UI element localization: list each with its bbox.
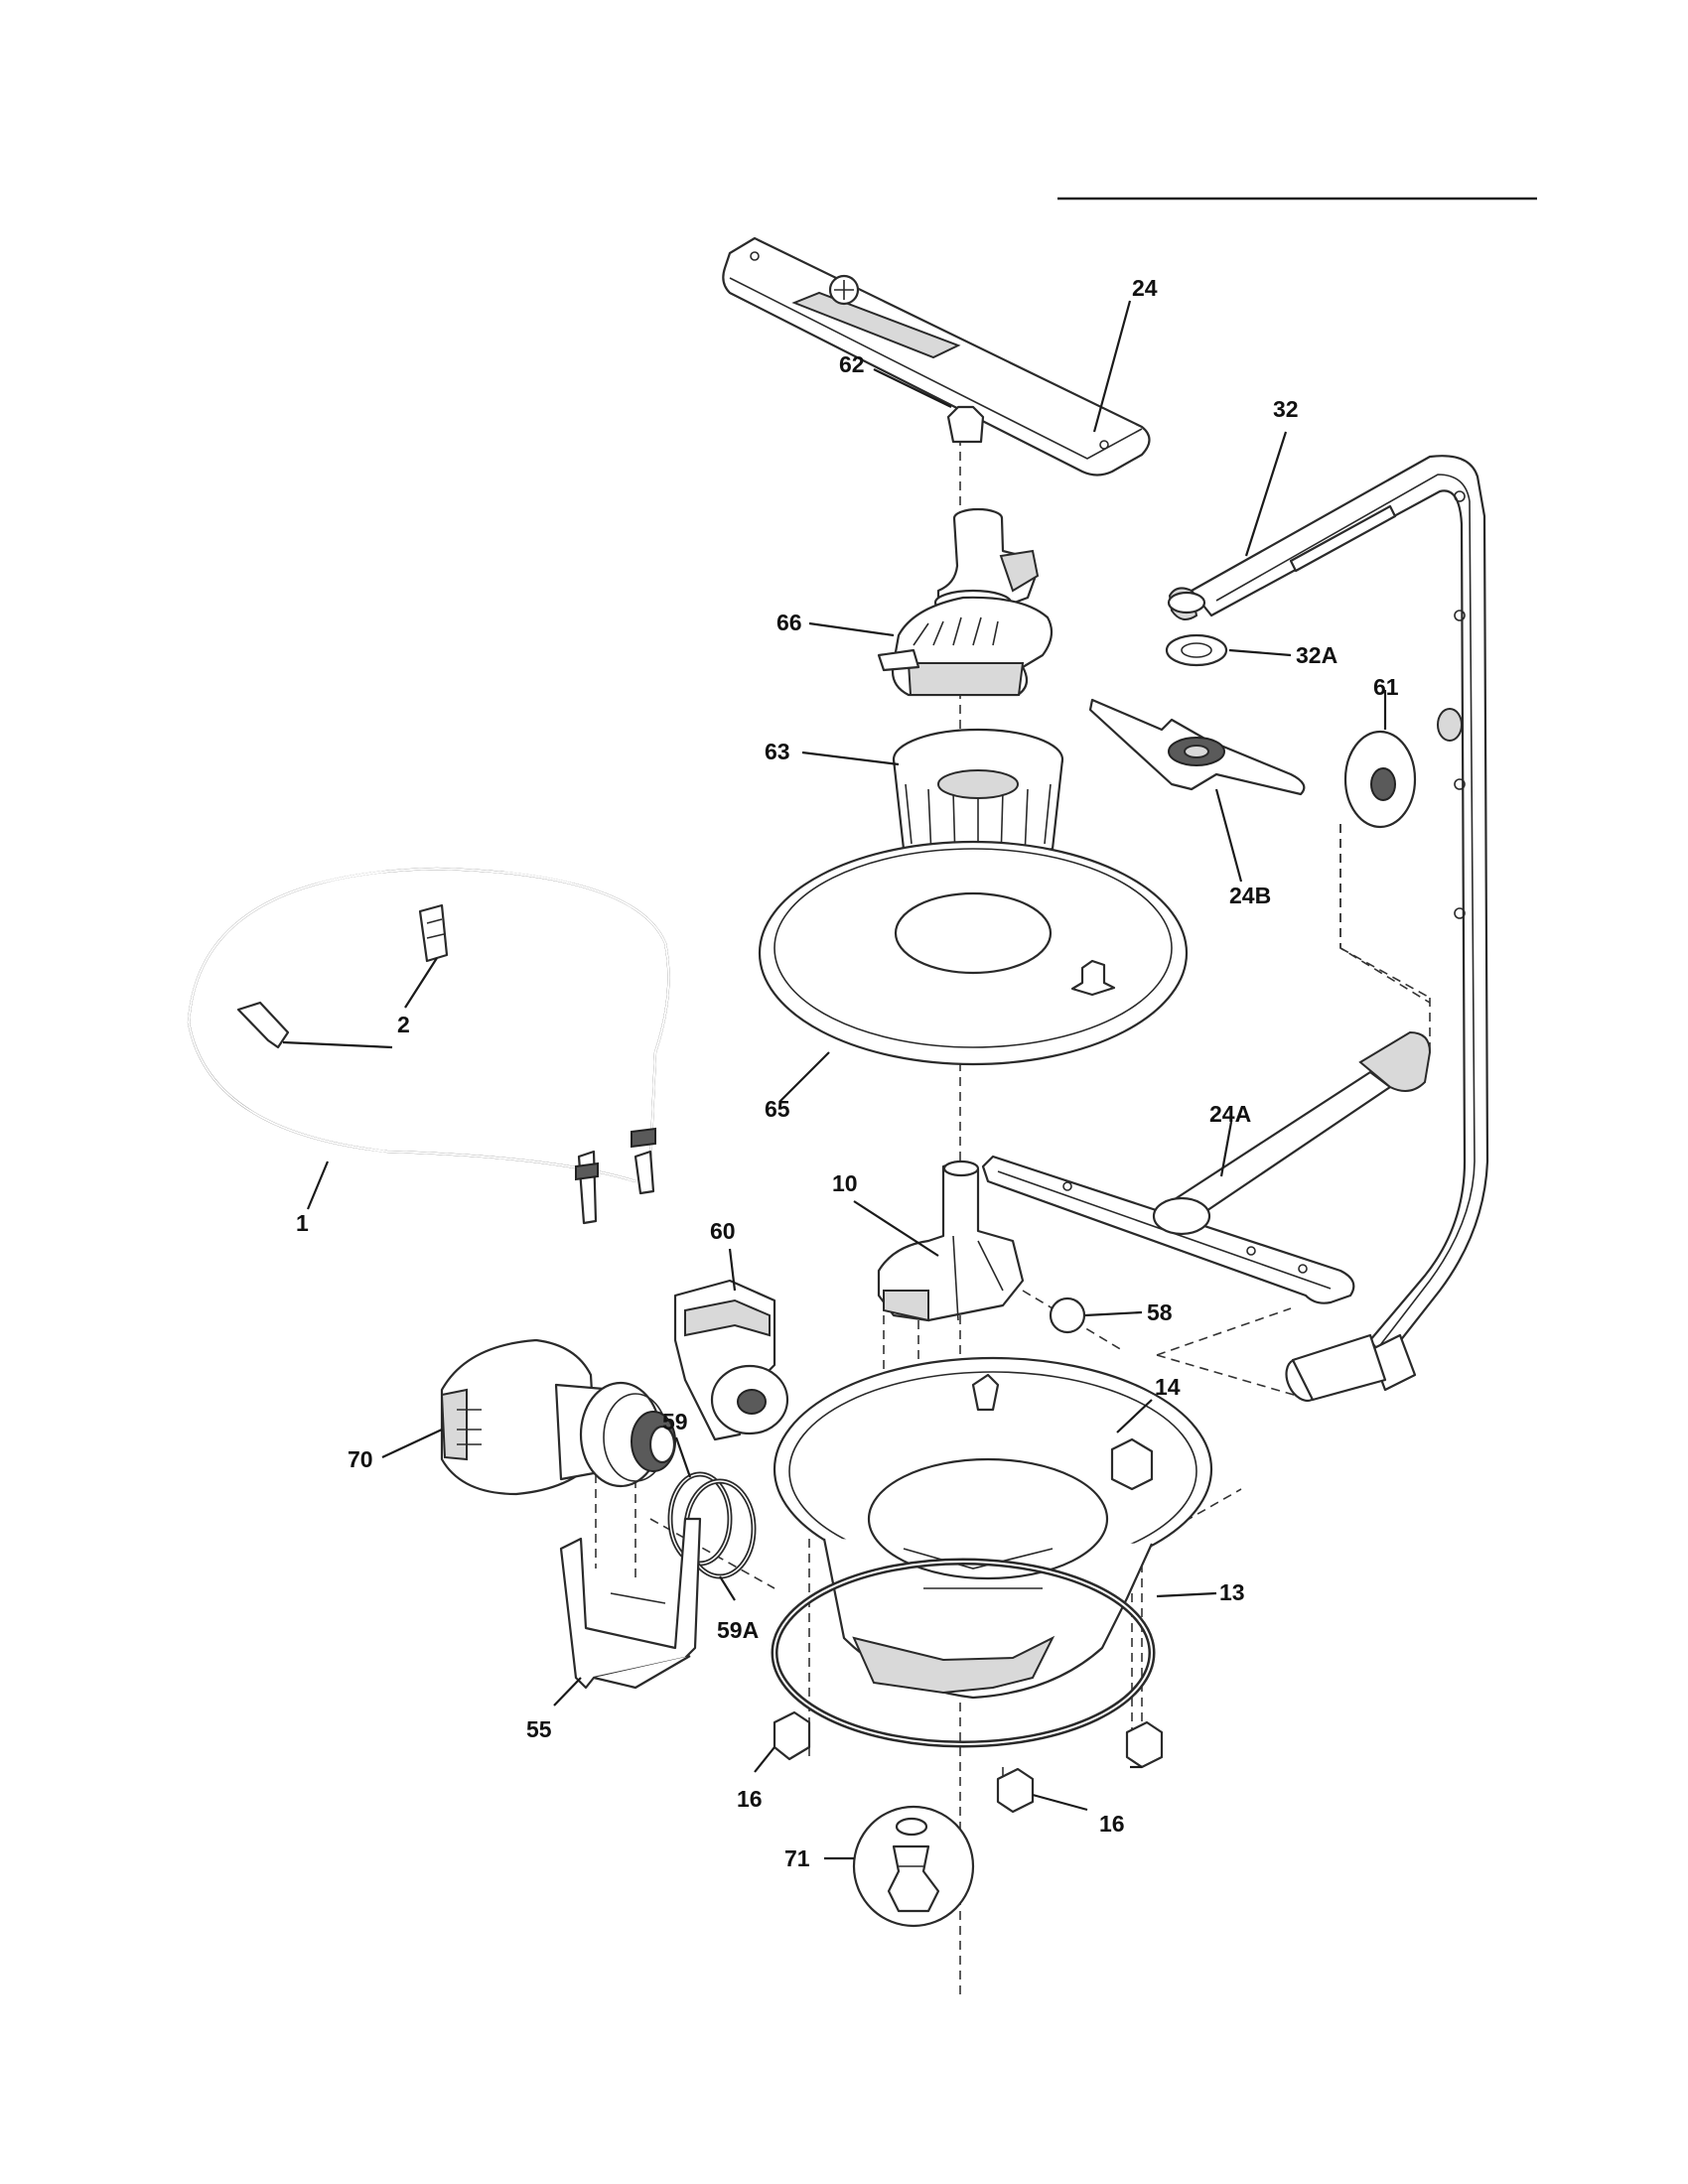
motor-bracket [559, 1517, 702, 1690]
callout-71: 71 [784, 1845, 810, 1871]
callout-59: 59 [662, 1409, 688, 1434]
callout-16-right: 16 [1099, 1811, 1125, 1837]
callout-58: 58 [1147, 1299, 1173, 1325]
callout-1: 1 [296, 1210, 309, 1236]
callout-70: 70 [348, 1446, 373, 1472]
heating-element [187, 867, 670, 1225]
callout-13: 13 [1219, 1579, 1245, 1605]
upper-spray-arm [722, 236, 1151, 477]
filter-gear [877, 596, 1054, 697]
callout-65: 65 [765, 1096, 790, 1122]
filter-plate [758, 840, 1189, 1066]
callout-10: 10 [832, 1170, 858, 1196]
callout-24b: 24B [1229, 883, 1271, 908]
callout-32a: 32A [1296, 642, 1337, 668]
check-ball [1049, 1297, 1086, 1334]
spray-arm-tube [933, 507, 1040, 616]
sump-assembly [773, 1356, 1213, 1700]
drain-pump [673, 1279, 789, 1441]
lower-spray-arm [981, 1030, 1432, 1304]
callout-labels: 24 32 62 66 32A 61 63 24B 2 24A 65 1 10 … [296, 275, 1399, 1871]
callout-2: 2 [397, 1012, 410, 1037]
leader-lines [282, 300, 1387, 1860]
callout-63: 63 [765, 739, 790, 764]
washer-32a [1165, 633, 1228, 667]
callout-55: 55 [526, 1716, 552, 1742]
callout-24: 24 [1132, 275, 1158, 301]
supply-tube [1167, 455, 1489, 1403]
circulation-motor [440, 1338, 676, 1496]
callout-62: 62 [839, 351, 865, 377]
mounting-feet [773, 1710, 1164, 1814]
valve-detail [852, 1805, 975, 1928]
callout-32: 32 [1273, 396, 1299, 422]
callout-59a: 59A [717, 1617, 759, 1643]
heater-clips [236, 903, 449, 1049]
filter-cup [892, 728, 1064, 862]
bearing-disc [1343, 730, 1417, 829]
callout-60: 60 [710, 1218, 736, 1244]
callout-61: 61 [1373, 674, 1399, 700]
callout-66: 66 [776, 610, 802, 635]
sump-seal [771, 1558, 1156, 1748]
callout-14: 14 [1155, 1374, 1181, 1400]
callout-16-left: 16 [737, 1786, 763, 1812]
callout-24a: 24A [1209, 1101, 1251, 1127]
spray-arm-hub [1088, 698, 1306, 796]
chopper-housing [877, 1160, 1025, 1322]
